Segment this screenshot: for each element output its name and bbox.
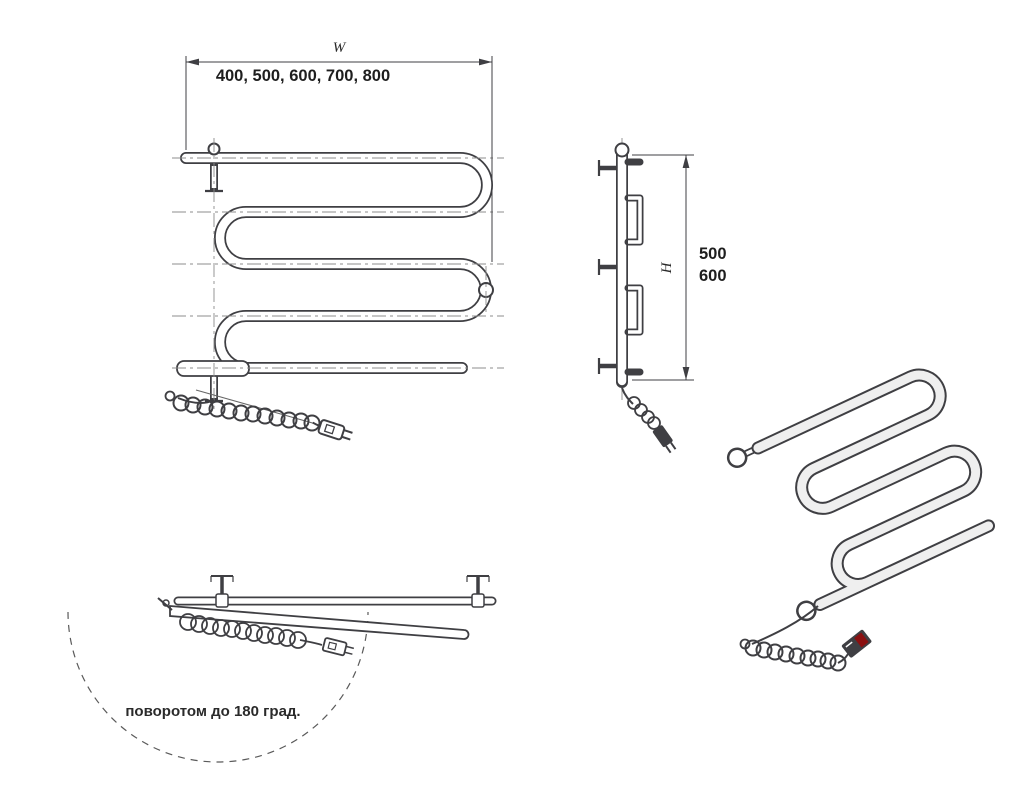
height-dimension: H 500 600 — [632, 154, 727, 381]
rotation-view: поворотом до 180 град. — [67, 575, 497, 763]
rotation-cord-coil — [179, 613, 307, 649]
rail-mount-right — [466, 575, 490, 608]
front-view: W 400, 500, 600, 700, 800 — [164, 40, 504, 441]
rotation-power-cord — [179, 613, 355, 657]
width-values-label: 400, 500, 600, 700, 800 — [216, 67, 390, 85]
side-power-plug — [652, 425, 677, 454]
rotation-note-label: поворотом до 180 град. — [125, 703, 300, 720]
side-cord-coil — [627, 396, 661, 430]
plug-red-indicator — [854, 632, 869, 648]
front-pipe-inner — [186, 158, 487, 368]
pivot-tick — [157, 597, 173, 611]
height-symbol-label: H — [659, 261, 675, 274]
rotation-power-plug — [321, 637, 355, 657]
front-centerlines — [172, 138, 504, 412]
perspective-view — [726, 360, 1004, 672]
side-view: H 500 600 — [597, 138, 727, 454]
pivot-point — [162, 599, 170, 607]
side-wall-brackets — [597, 160, 616, 374]
front-power-cord — [164, 389, 353, 441]
heating-element-housing — [176, 360, 250, 377]
perspective-cord-coil — [744, 639, 847, 672]
side-power-cord — [621, 387, 677, 454]
height-value-500: 500 — [699, 245, 727, 263]
rotation-arc — [67, 611, 369, 763]
swung-rail-arm — [169, 605, 470, 640]
front-power-plug — [312, 419, 353, 441]
perspective-power-cord — [739, 605, 872, 672]
rail-mount-left — [210, 575, 234, 608]
front-cord-coil — [172, 394, 321, 432]
side-pipe-bumps — [624, 158, 644, 376]
perspective-power-plug — [841, 629, 872, 658]
side-top-mount — [614, 142, 630, 158]
height-value-600: 600 — [699, 267, 727, 285]
top-down-rail — [173, 575, 497, 608]
width-dimension: W 400, 500, 600, 700, 800 — [185, 40, 493, 262]
width-symbol-label: W — [333, 40, 347, 56]
